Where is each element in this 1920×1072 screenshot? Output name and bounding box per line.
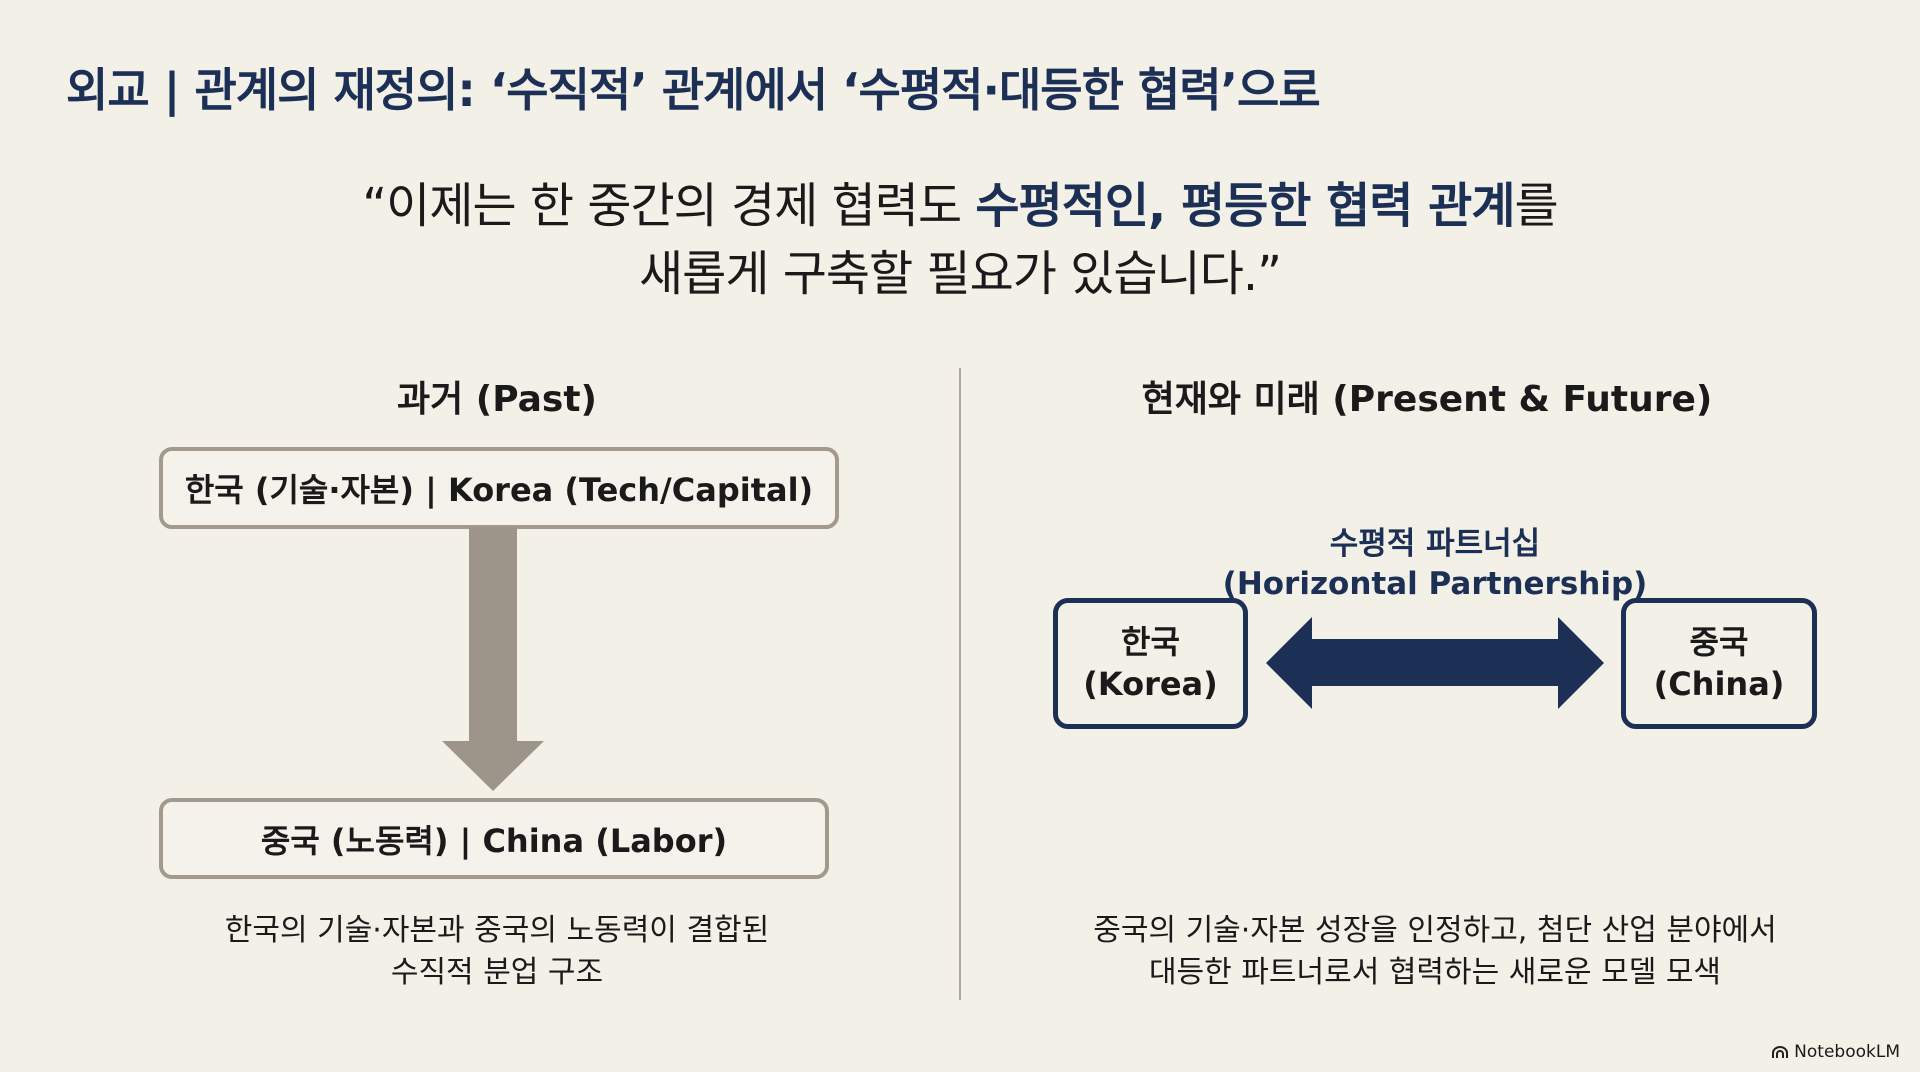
china-label-en: (China): [1653, 664, 1785, 703]
partnership-label: 수평적 파트너십 (Horizontal Partnership): [1223, 524, 1648, 605]
korea-label-en: (Korea): [1083, 664, 1218, 703]
brand-label: NotebookLM: [1794, 1042, 1900, 1062]
china-box: 중국 (China): [1621, 598, 1817, 729]
notebooklm-logo-icon: [1772, 1046, 1789, 1058]
page-title: 외교 | 관계의 재정의: ‘수직적’ 관계에서 ‘수평적·대등한 협력’으로: [66, 63, 1321, 117]
quote-text-end: 를: [1514, 178, 1559, 234]
past-heading: 과거 (Past): [396, 379, 598, 420]
quote-text: “이제는 한 중간의 경제 협력도: [362, 178, 976, 234]
quote-line-1: “이제는 한 중간의 경제 협력도 수평적인, 평등한 협력 관계를: [0, 166, 1920, 236]
china-label-ko: 중국: [1689, 622, 1749, 661]
korea-box: 한국 (Korea): [1053, 598, 1248, 729]
quote-line-2: 새롭게 구축할 필요가 있습니다.”: [639, 246, 1282, 302]
present-caption-line-1: 중국의 기술·자본 성장을 인정하고, 첨단 산업 분야에서: [1093, 913, 1777, 948]
past-caption: 한국의 기술·자본과 중국의 노동력이 결합된 수직적 분업 구조: [225, 910, 769, 994]
present-caption-line-2: 대등한 파트너로서 협력하는 새로운 모델 모색: [1148, 955, 1722, 990]
partnership-label-ko: 수평적 파트너십: [1329, 526, 1541, 562]
double-arrow-icon: [1266, 617, 1604, 709]
past-caption-line-1: 한국의 기술·자본과 중국의 노동력이 결합된: [224, 913, 770, 948]
quote-highlight: 수평적인, 평등한 협력 관계: [975, 178, 1515, 234]
china-labor-box: 중국 (노동력) | China (Labor): [159, 798, 829, 879]
present-caption: 중국의 기술·자본 성장을 인정하고, 첨단 산업 분야에서 대등한 파트너로서…: [1093, 910, 1777, 994]
korea-tech-capital-box: 한국 (기술·자본) | Korea (Tech/Capital): [159, 447, 839, 529]
present-heading: 현재와 미래 (Present & Future): [1141, 379, 1713, 420]
korea-label-ko: 한국: [1121, 622, 1180, 661]
notebooklm-watermark: NotebookLM: [1771, 1042, 1900, 1062]
past-caption-line-2: 수직적 분업 구조: [390, 955, 604, 990]
section-divider: [959, 368, 961, 1000]
down-arrow-icon: [442, 527, 544, 791]
partnership-label-en: (Horizontal Partnership): [1222, 566, 1648, 603]
